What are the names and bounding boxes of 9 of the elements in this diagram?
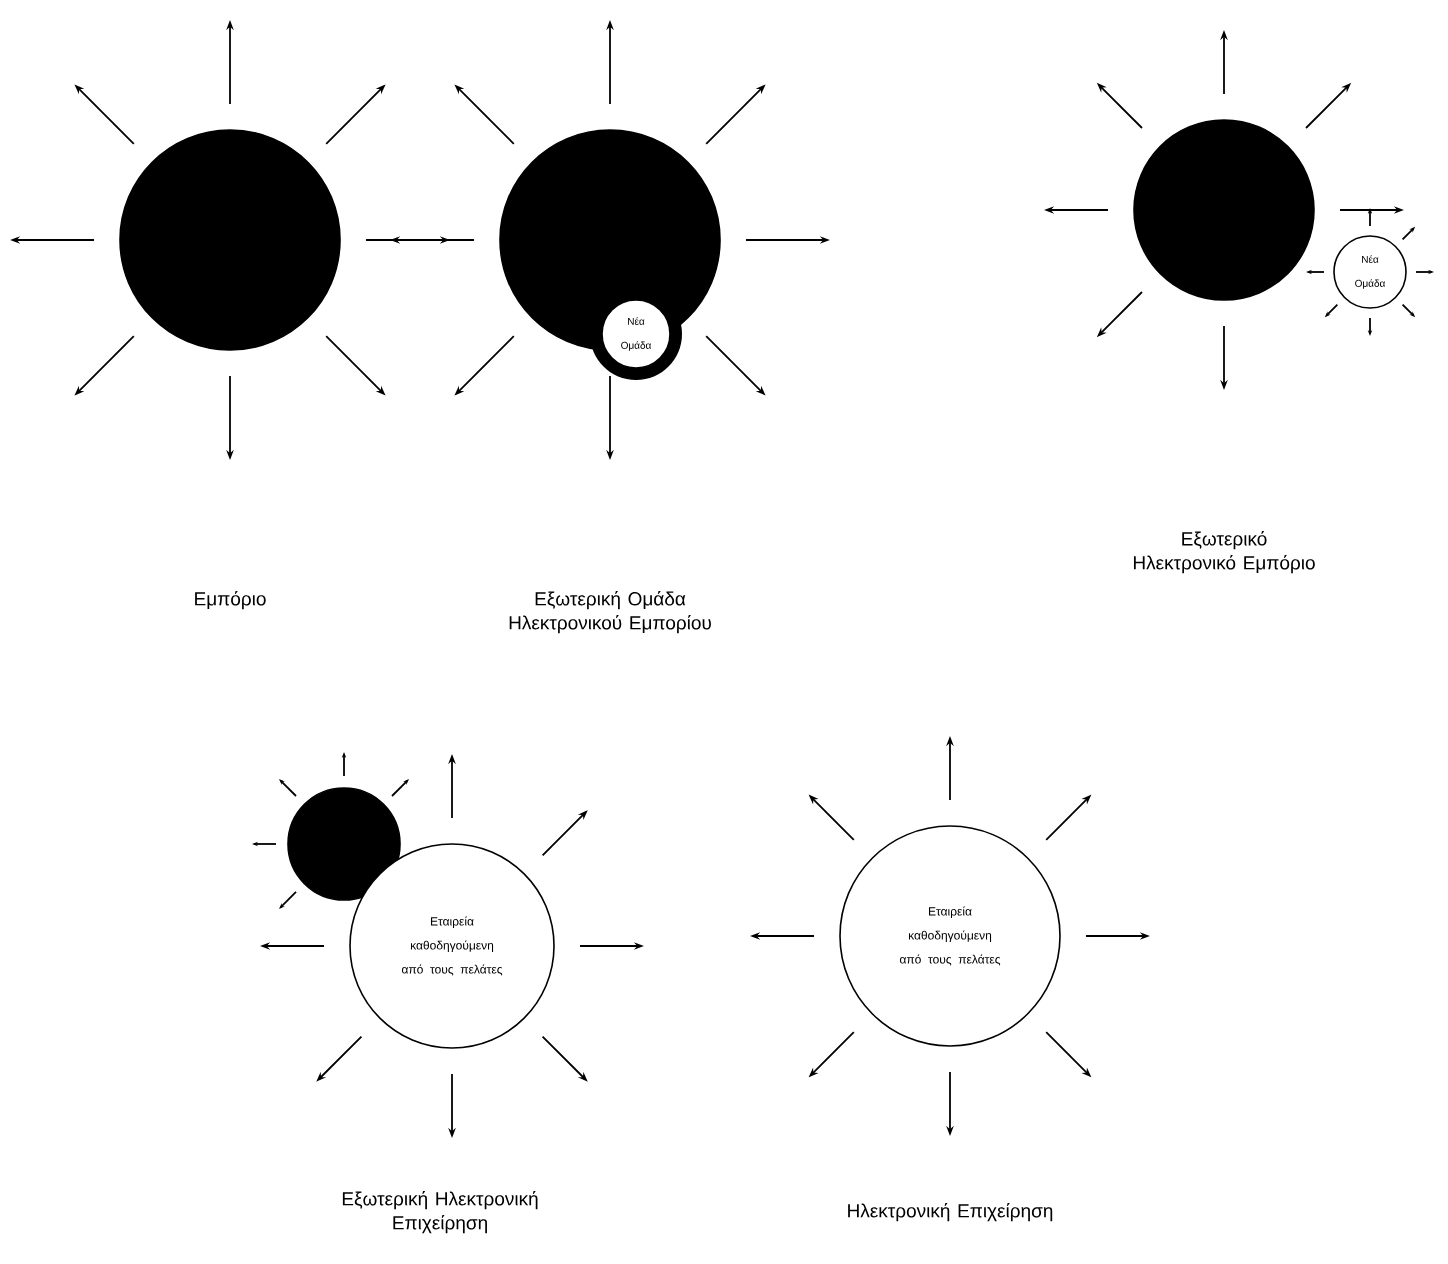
filled-circle (119, 129, 341, 351)
filled-circle (287, 787, 401, 901)
caption: Εξωτερική Ηλεκτρονική Επιχείρηση (342, 1191, 538, 1234)
caption: Εξωτερικό Ηλεκτρονικό Εμπόριο (1133, 531, 1315, 574)
filled-circle (499, 129, 721, 380)
caption: Εμπόριο (195, 591, 266, 610)
caption: Εξωτερική Ομάδα Ηλεκτρονικού Εμπορίου (509, 591, 711, 634)
caption: Ηλεκτρονική Επιχείρηση (848, 1203, 1053, 1222)
filled-circle (1133, 119, 1315, 301)
